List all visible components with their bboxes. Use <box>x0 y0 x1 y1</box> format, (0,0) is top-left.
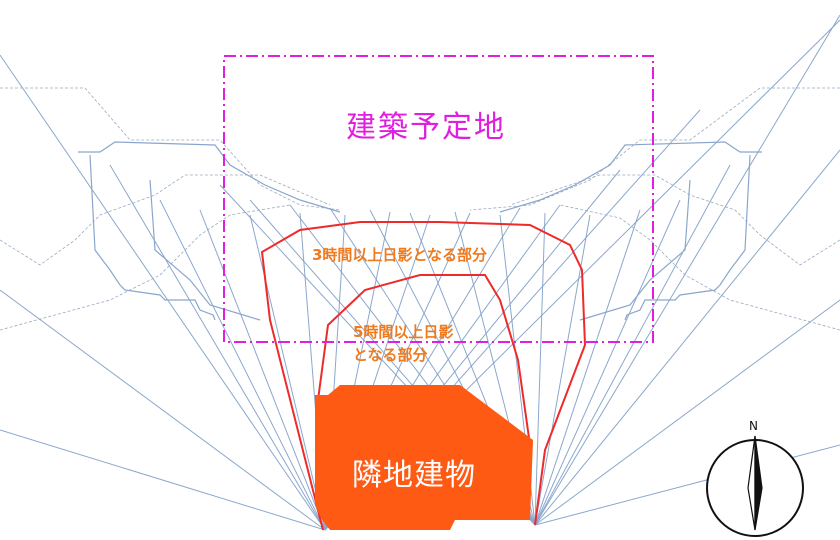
planned-site-label: 建築予定地 <box>346 110 506 145</box>
outline-left-1 <box>0 87 341 211</box>
shadow-line-right-9 <box>534 212 546 526</box>
shadow-5h-label-line2: となる部分 <box>353 346 428 364</box>
isochrone-inner-right <box>579 179 691 321</box>
shadow-line-left-1 <box>0 54 326 531</box>
outline-right-1 <box>469 87 840 211</box>
shadow-5h-contour <box>317 274 531 446</box>
shadow-line-right-6 <box>534 199 681 526</box>
neighbor-building <box>315 385 533 530</box>
isochrone-right <box>499 141 762 213</box>
planned-site-boundary <box>223 55 654 343</box>
shadow-line-left-4 <box>109 164 326 531</box>
outline-left-2 <box>0 174 331 266</box>
shadow-line-left-7 <box>249 214 326 531</box>
neighbor-building-label: 隣地建物 <box>352 458 476 493</box>
outline-left-3 <box>0 204 291 331</box>
shadow-line-left-2 <box>0 289 326 531</box>
north-label: N <box>749 419 758 433</box>
shadow-line-right-7 <box>534 209 641 526</box>
shadow-line-right-1 <box>534 14 840 526</box>
north-arrow-icon <box>706 435 804 537</box>
shadow-5h-label-line1: 5時間以上日影 <box>353 323 454 341</box>
outline-right-2 <box>509 174 840 266</box>
isochrone-lines <box>78 141 762 321</box>
isochrone-inner-left <box>149 179 261 321</box>
shadow-line-right-5 <box>534 164 731 526</box>
isochrone-left-lower <box>89 154 216 321</box>
shadow-line-left-5 <box>159 199 326 531</box>
shadow-line-left-3 <box>0 429 326 531</box>
shadow-3h-label: 3時間以上日影となる部分 <box>312 246 487 264</box>
isochrone-left <box>78 141 341 213</box>
outline-right-3 <box>559 204 840 331</box>
shadow-line-right-3 <box>534 299 840 526</box>
isochrone-right-lower <box>624 154 751 321</box>
shadow-line-left-6 <box>199 209 326 531</box>
shadow-3h-contour <box>260 221 587 531</box>
shadow-line-right-2 <box>534 149 840 526</box>
